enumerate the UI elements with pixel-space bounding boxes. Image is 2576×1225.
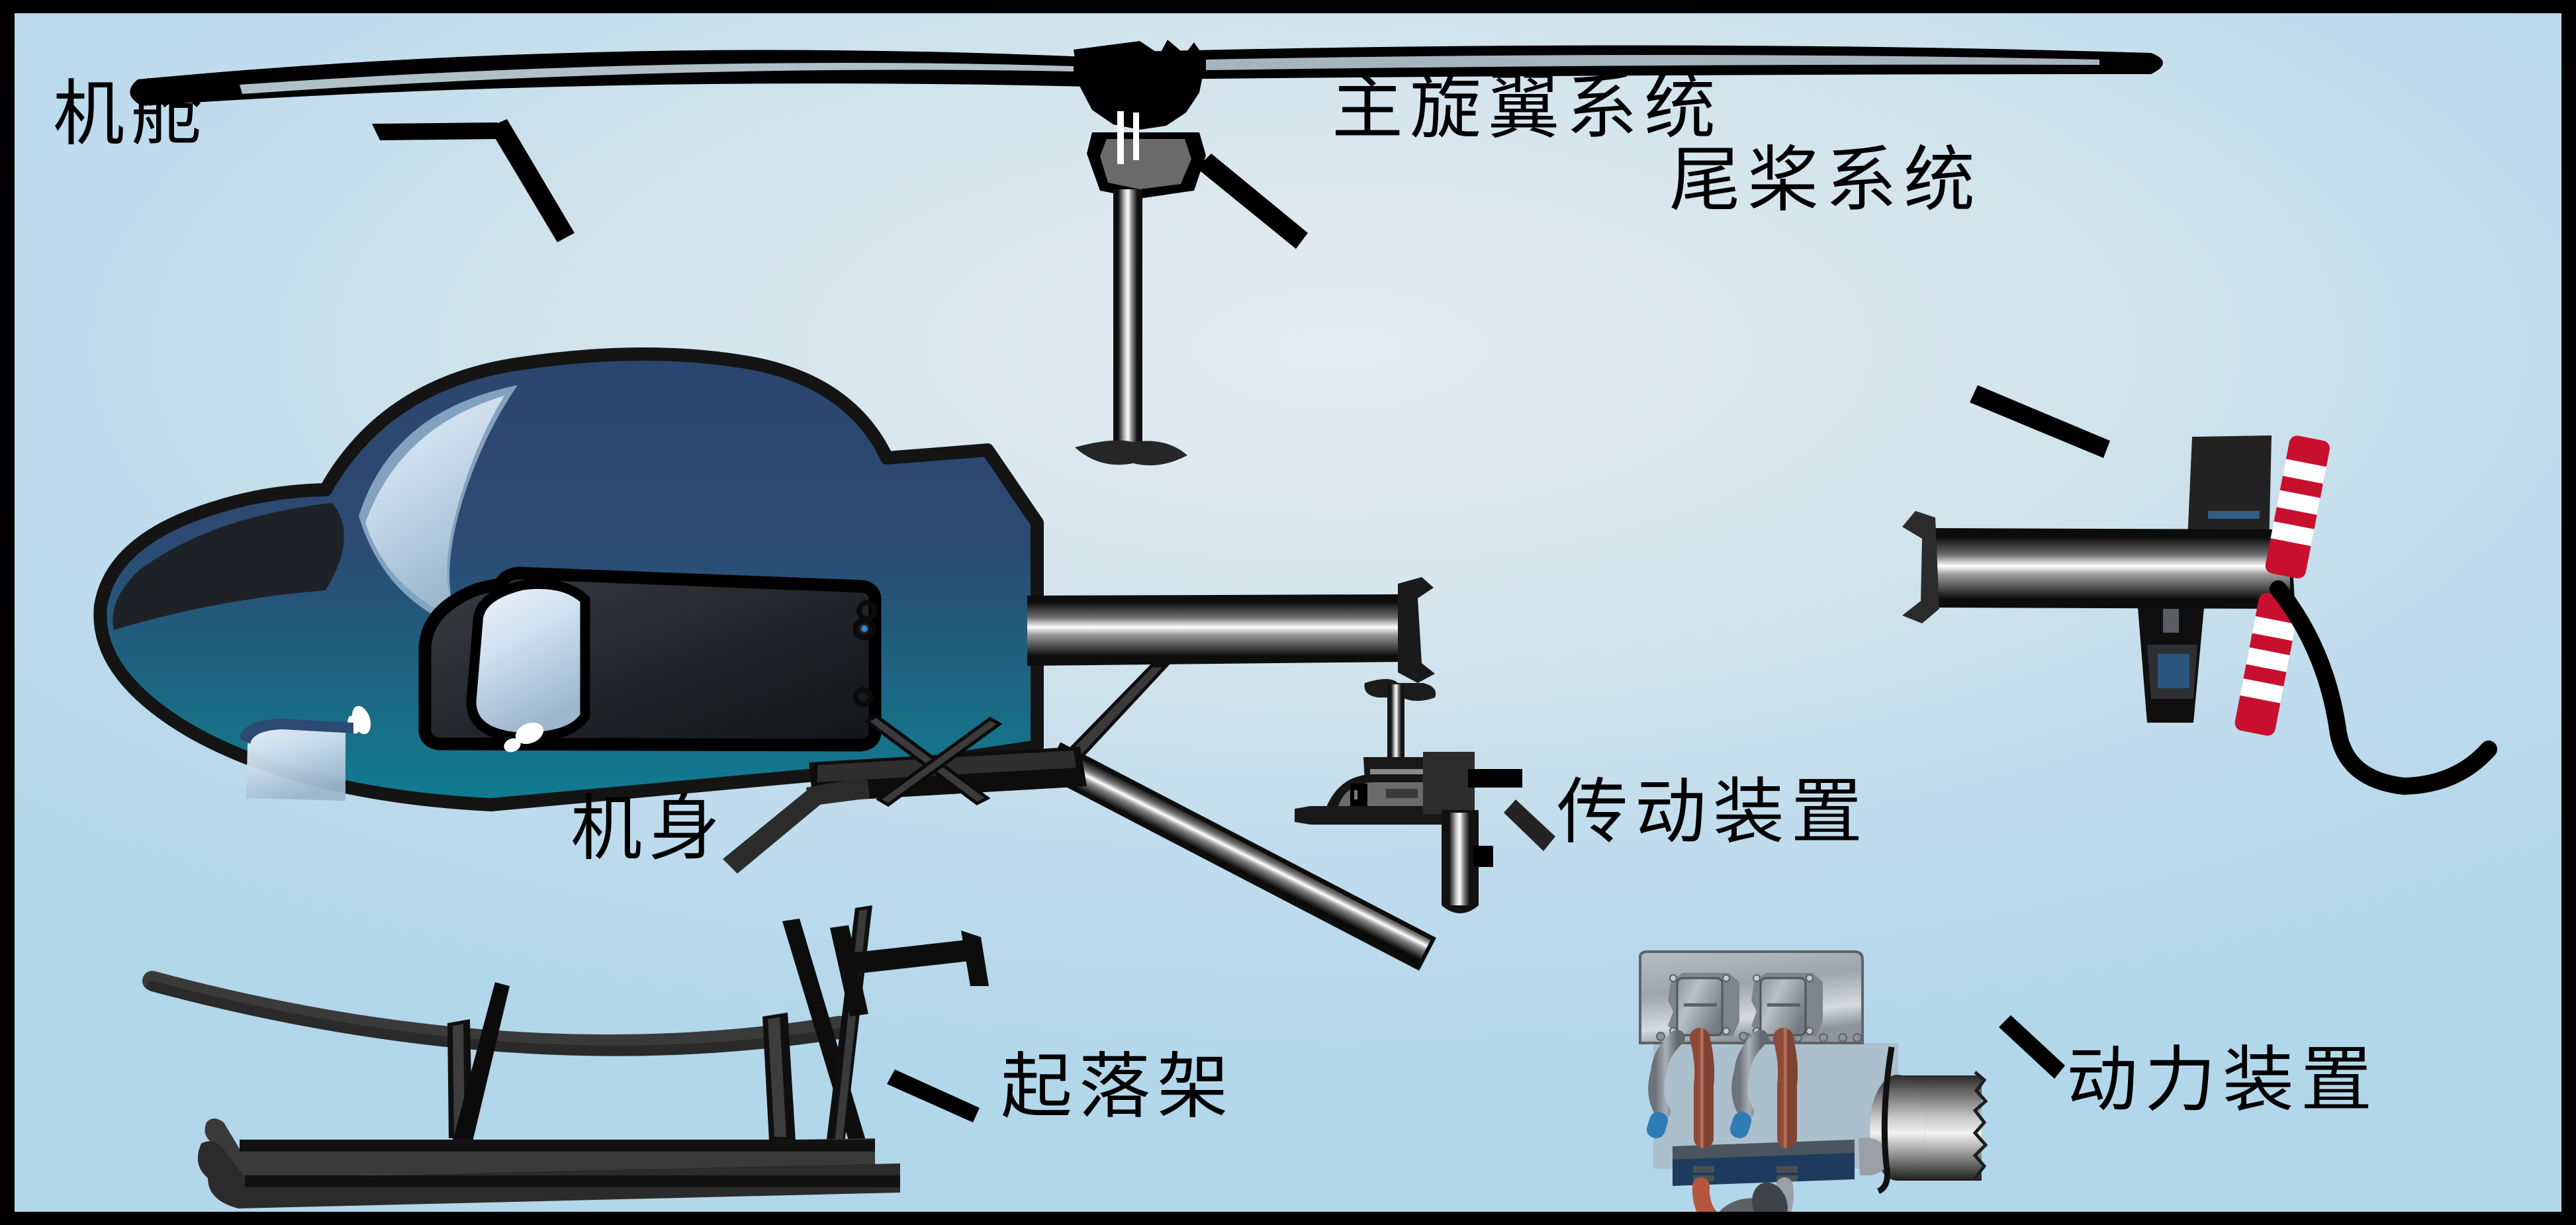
label-landing-gear: 起落架 (1001, 1048, 1236, 1127)
tail-rotor-assembly (1902, 435, 2497, 795)
power-plant-engine (1639, 950, 1988, 1212)
diagram-canvas: 机舱 主旋翼系统 尾桨系统 机身 传动装置 起落架 动力装置 (15, 13, 2561, 1212)
label-tail-rotor: 尾桨系统 (1669, 142, 1982, 220)
label-transmission: 传动装置 (1557, 774, 1870, 852)
fuselage-boom (809, 577, 1436, 971)
transmission-assembly (1295, 679, 1522, 913)
cabin-assembly (93, 347, 1044, 811)
label-fuselage: 机身 (571, 790, 727, 869)
leader-lines (372, 119, 2110, 1122)
helicopter-illustration (93, 40, 2497, 1212)
landing-gear-skids (142, 905, 989, 1208)
main-rotor-assembly (130, 40, 2163, 466)
label-main-rotor: 主旋翼系统 (1332, 69, 1723, 148)
label-power-plant: 动力装置 (2066, 1042, 2379, 1120)
label-cabin: 机舱 (53, 75, 210, 154)
